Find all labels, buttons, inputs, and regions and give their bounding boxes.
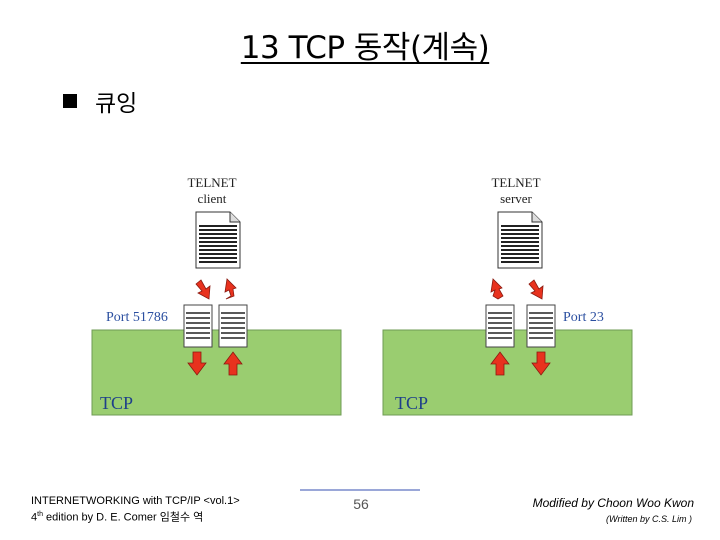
bullet-text: 큐잉 xyxy=(95,91,138,117)
client-group: TCP TELNET client Port 51786 xyxy=(91,175,342,416)
client-queue-right xyxy=(218,304,248,348)
footer-book-credit: INTERNETWORKING with TCP/IP <vol.1> 4th … xyxy=(31,494,240,525)
server-arrow-queue-to-app xyxy=(490,278,504,300)
footer-divider xyxy=(300,489,420,491)
client-arrow-queue-to-tcp xyxy=(187,351,207,376)
client-arrow-tcp-to-queue xyxy=(223,351,243,376)
server-queue-right xyxy=(526,304,556,348)
server-port-label: Port 23 xyxy=(563,310,604,325)
footer-written-by: (Written by C.S. Lim ) xyxy=(605,514,692,524)
client-arrow-queue-to-app xyxy=(224,278,237,300)
client-tcp-label: TCP xyxy=(100,393,133,413)
footer-book-title: INTERNETWORKING with TCP/IP <vol.1> xyxy=(31,495,240,507)
server-arrow-tcp-to-queue xyxy=(490,351,510,376)
slide-title: 13 TCP 동작(계속) xyxy=(240,30,490,66)
server-arrow-app-to-queue xyxy=(528,279,544,300)
server-arrow-queue-to-tcp xyxy=(531,351,551,376)
client-document-icon xyxy=(195,211,241,269)
server-queue-left xyxy=(485,304,515,348)
server-app-label-line2: server xyxy=(500,191,532,206)
footer-modified-by: Modified by Choon Woo Kwon xyxy=(532,496,694,510)
footer-book-edition: 4th edition by D. E. Comer 임철수 역 xyxy=(31,511,204,524)
server-app-label-line1: TELNET xyxy=(491,175,540,190)
client-app-label-line2: client xyxy=(198,191,227,206)
client-tcp-box xyxy=(91,329,342,416)
server-tcp-label: TCP xyxy=(395,393,428,413)
server-document-icon xyxy=(497,211,543,269)
client-app-label-line1: TELNET xyxy=(187,175,236,190)
client-port-label: Port 51786 xyxy=(106,310,168,325)
client-arrow-app-to-queue xyxy=(195,279,211,300)
bullet-item: 큐잉 xyxy=(63,84,137,118)
client-queue-left xyxy=(183,304,213,348)
server-group: TCP TELNET server Port 23 xyxy=(382,175,633,416)
square-bullet-icon xyxy=(63,94,77,108)
page-number: 56 xyxy=(353,496,369,512)
